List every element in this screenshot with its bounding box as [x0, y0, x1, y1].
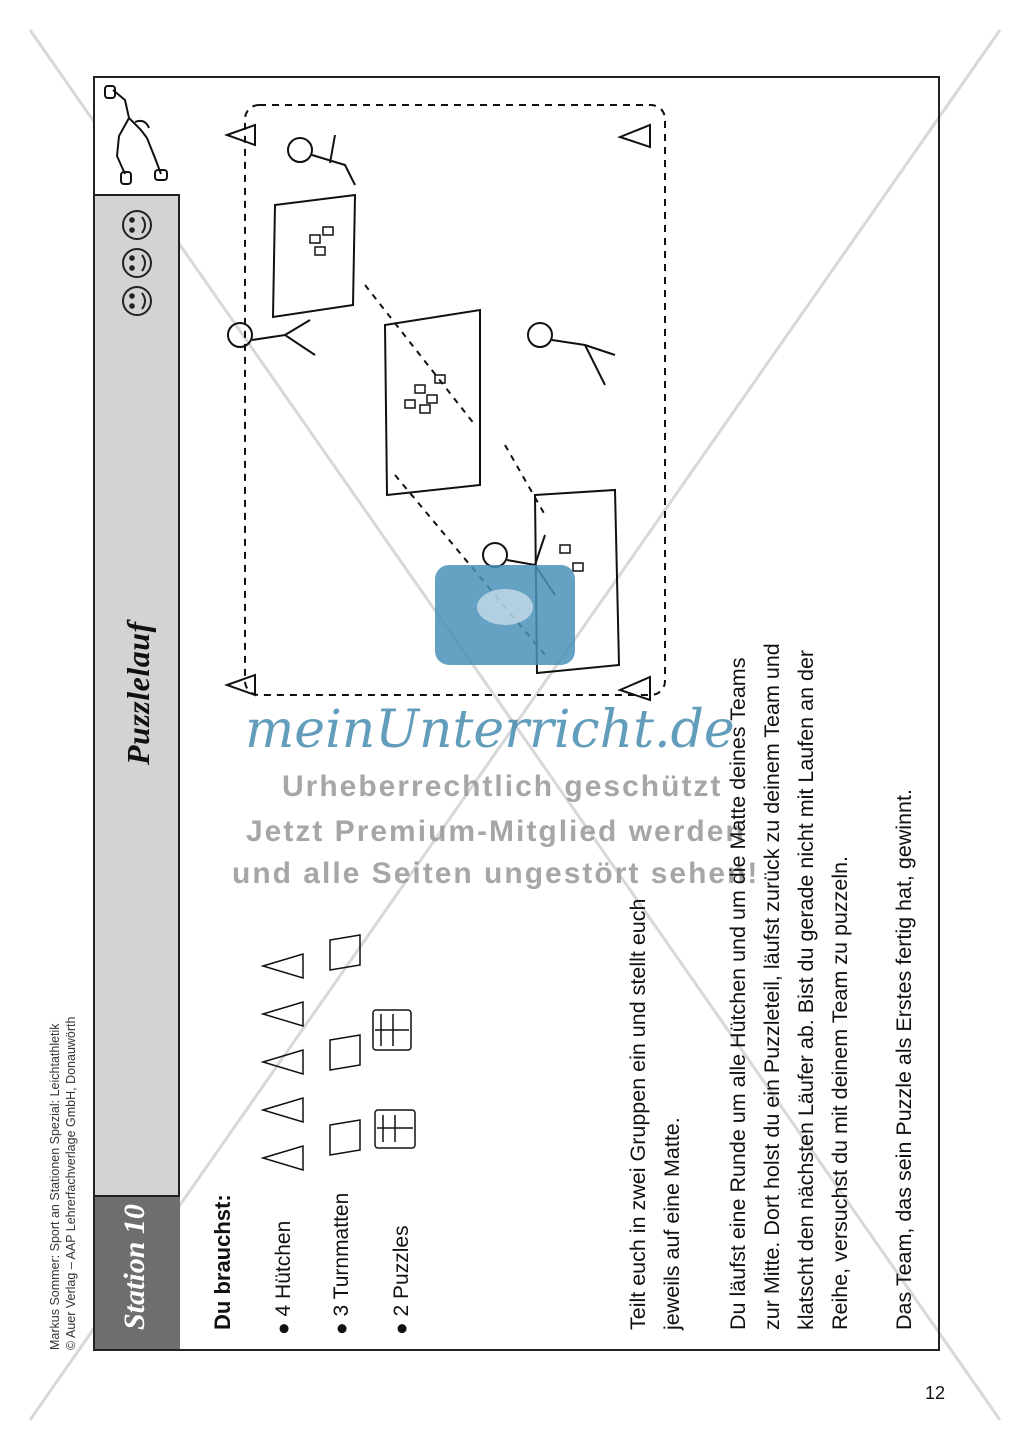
bullet: ●: [330, 1316, 353, 1335]
cone-icon: [260, 952, 304, 980]
instruction-p2-line3: klatscht den nächsten Läufer ab. Bist du…: [794, 649, 818, 1330]
runner-icon: [104, 85, 168, 185]
copyright-line-1: Markus Sommer: Sport an Stationen Spezia…: [48, 1023, 62, 1350]
mat-icon: [329, 934, 361, 971]
watermark-line-1: Urheberrechtlich geschützt: [282, 770, 723, 803]
mat-icon: [329, 1119, 361, 1156]
bullet: ●: [390, 1316, 413, 1335]
child-figure: [227, 319, 316, 356]
instruction-p2-line1: Du läufst eine Runde um alle Hütchen und…: [726, 657, 750, 1330]
watermark-logo: meinUnterricht.de: [245, 700, 735, 760]
cone-icon: [224, 123, 256, 147]
cone-icon: [260, 1144, 304, 1172]
smiley-icon: [122, 210, 152, 240]
material-label: 4 Hütchen: [272, 1220, 295, 1317]
cone-icon: [260, 1048, 304, 1076]
cone-icon: [260, 1000, 304, 1028]
material-label: 2 Puzzles: [390, 1225, 413, 1317]
cone-icon: [224, 673, 256, 697]
child-figure: [287, 134, 356, 186]
cone-icon: [260, 1096, 304, 1124]
material-item-cones: ● 4 Hütchen: [272, 1221, 296, 1335]
mat-icon: [329, 1034, 361, 1071]
page-number: 12: [925, 1383, 946, 1403]
bullet: ●: [272, 1316, 295, 1335]
copyright-line-2: © Auer Verlag – AAP Lehrerfachverlage Gm…: [64, 1016, 78, 1350]
runner-icon-box: [95, 78, 180, 196]
cone-icon: [617, 123, 651, 149]
mat-icon: [271, 193, 357, 319]
materials-heading: Du brauchst:: [210, 1194, 235, 1330]
station-title: Puzzlelauf: [120, 621, 156, 765]
watermark-badge: [435, 565, 575, 665]
smiley-icon: [122, 248, 152, 278]
material-label: 3 Turnmatten: [330, 1192, 353, 1317]
header-band: [95, 78, 180, 1349]
watermark-line-3: und alle Seiten ungestört sehen!: [232, 857, 760, 890]
station-box: [95, 1195, 180, 1349]
difficulty-smileys: [122, 210, 152, 316]
course-boundary: [244, 104, 666, 696]
instruction-p1-line1: Teilt euch in zwei Gruppen ein und stell…: [626, 898, 650, 1330]
material-item-mats: ● 3 Turnmatten: [330, 1193, 354, 1335]
instruction-p2-line4: Reihe, versuchst du mit deinem Team zu p…: [828, 855, 852, 1330]
instruction-p1-line2: jeweils auf eine Matte.: [660, 1117, 684, 1330]
mat-icon: [383, 308, 481, 497]
smiley-icon: [122, 286, 152, 316]
cone-icon: [617, 675, 651, 702]
material-item-puzzles: ● 2 Puzzles: [390, 1225, 414, 1335]
instruction-p3: Das Team, das sein Puzzle als Erstes fer…: [892, 789, 916, 1330]
instruction-p2-line2: zur Mitte. Dort holst du ein Puzzleteil,…: [760, 643, 784, 1330]
station-label: Station 10: [118, 1204, 151, 1330]
watermark-line-2: Jetzt Premium-Mitglied werden: [246, 815, 746, 848]
puzzle-icon: [374, 1109, 416, 1149]
station-card: [93, 76, 940, 1351]
puzzle-icon: [372, 1009, 412, 1051]
child-figure: [527, 322, 616, 386]
material-icons: [260, 934, 416, 1172]
